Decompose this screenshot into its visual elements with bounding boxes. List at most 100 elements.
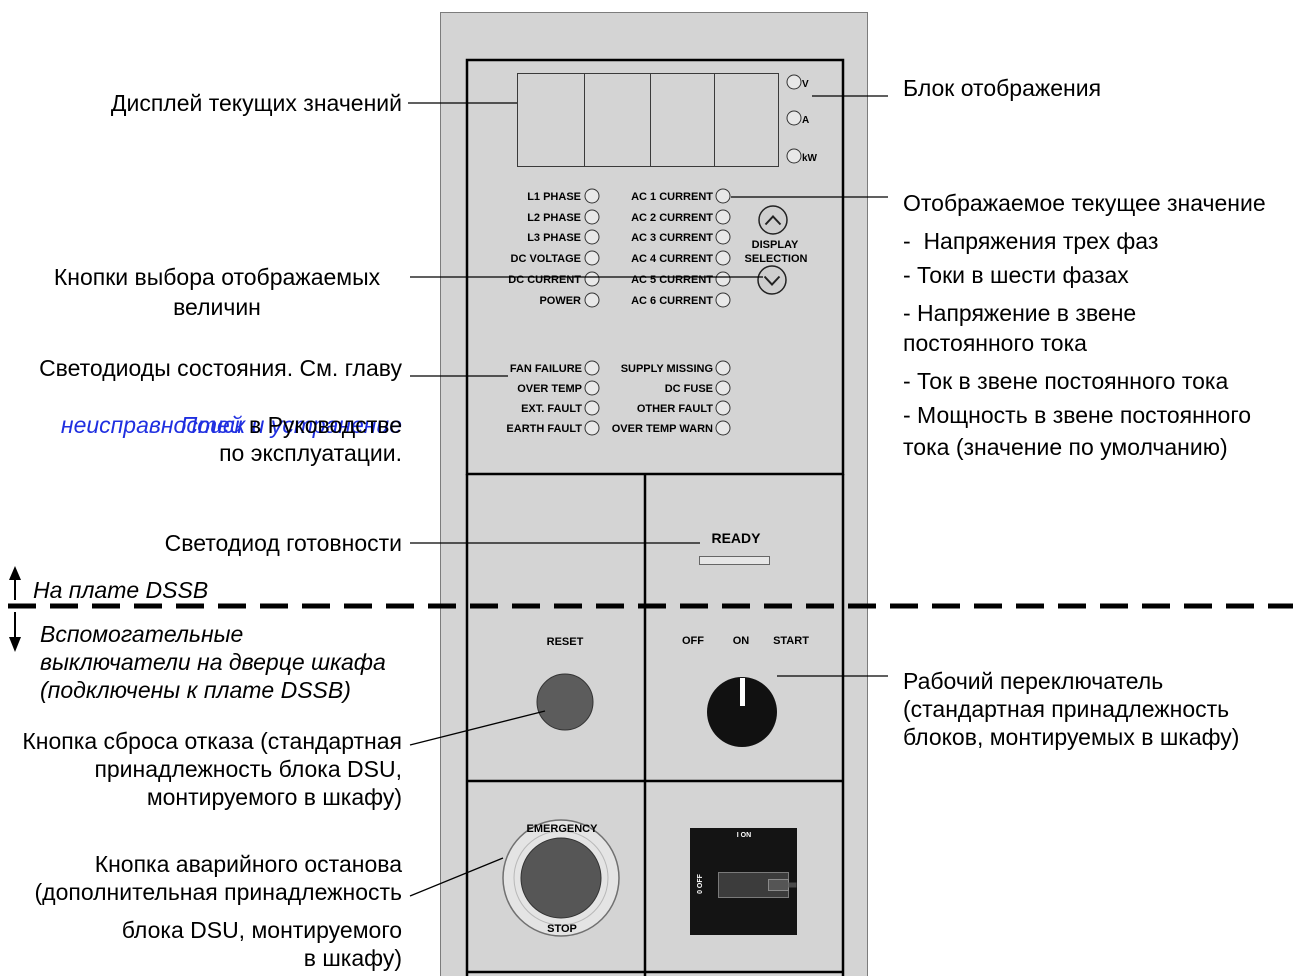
status-leds-annotation-line: по эксплуатации. [219, 440, 402, 466]
display-window [517, 73, 779, 167]
ready-label: READY [711, 530, 761, 546]
unit-led-kw [786, 148, 802, 164]
measurement-led [715, 188, 731, 204]
leader-reset-button [409, 710, 546, 746]
chevron-down-icon [763, 275, 781, 286]
status-leds-annotation-line: Светодиоды состояния. См. главу [39, 355, 402, 381]
ready-led-bar [699, 556, 770, 565]
status-led [584, 360, 600, 376]
emergency-button-annotation-line: (дополнительная принадлежность [34, 879, 402, 905]
switch-position-start: START [773, 635, 809, 647]
measurement-led [584, 292, 600, 308]
status-led [715, 360, 731, 376]
status-leds-annotation-line: Поиск и устранение [168, 383, 402, 438]
led-label: L2 PHASE [527, 212, 581, 224]
stop-label: STOP [547, 923, 577, 935]
unit-label-a: A [802, 115, 809, 126]
reset-button-annotation-line: монтируемого в шкафу) [146, 784, 402, 810]
status-led-label: OVER TEMP WARN [612, 423, 713, 435]
switch-position-on: ON [733, 635, 750, 647]
measurement-led [715, 250, 731, 266]
isolator-switch-group: I ON 0 OFF [690, 828, 797, 935]
emergency-label: EMERGENCY [527, 823, 599, 835]
shown-value-item: - Напряжения трех фаз [903, 228, 1159, 254]
operating-switch-knob [707, 677, 777, 747]
leader-emergency-button [409, 857, 504, 897]
manual-reference-text: в Руководстве [242, 412, 402, 438]
shown-value-item: постоянного тока [903, 330, 1087, 356]
emergency-ring-inner-edge [513, 830, 609, 926]
arrow-down-icon [9, 637, 21, 652]
led-label: L1 PHASE [527, 191, 581, 203]
switch-position-off: OFF [682, 635, 704, 647]
board-boundary-below-label: Вспомогательные [40, 621, 244, 647]
display-annotation: Дисплей текущих значений [110, 90, 402, 116]
arrow-up-icon [9, 566, 21, 580]
emergency-button-annotation-line: Кнопка аварийного останова [94, 851, 402, 877]
status-led-label: EXT. FAULT [521, 403, 582, 415]
status-led [584, 420, 600, 436]
led-label: DC CURRENT [508, 274, 581, 286]
meter-section-frame [465, 58, 845, 476]
display-selection-label: DISPLAY [752, 239, 799, 251]
measurement-led [715, 292, 731, 308]
isolator-off-label: 0 OFF [697, 873, 704, 894]
operating-switch-annotation-line: Рабочий переключатель [903, 668, 1164, 694]
status-led-label: EARTH FAULT [506, 423, 582, 435]
troubleshooting-link[interactable]: Поиск и устранение [180, 412, 402, 438]
status-led-label: SUPPLY MISSING [621, 363, 713, 375]
measurement-led [584, 229, 600, 245]
unit-led-v [786, 74, 802, 90]
reset-button [536, 673, 594, 731]
shown-value-item: - Токи в шести фазах [903, 262, 1129, 288]
shown-value-item: - Ток в звене постоянного тока [903, 368, 1229, 394]
shown-value-item: тока (значение по умолчанию) [903, 434, 1228, 460]
shown-value-title: Отображаемое текущее значение [903, 190, 1266, 216]
chevron-up-icon [764, 215, 782, 226]
unit-label-v: V [802, 79, 809, 90]
shown-value-item: - Напряжение в звене [903, 300, 1137, 326]
switch-pointer-mark [740, 678, 745, 706]
unit-label-kw: kW [802, 153, 818, 164]
status-led-label: OVER TEMP [517, 383, 582, 395]
ready-indicator: READY [699, 530, 770, 565]
reset-button-group: RESET [536, 636, 594, 731]
measurement-led [715, 229, 731, 245]
status-led-label: OTHER FAULT [637, 403, 713, 415]
select-down-button [757, 265, 787, 295]
led-label: AC 2 CURRENT [631, 212, 713, 224]
status-leds-right: SUPPLY MISSING DC FUSE OTHER FAULT OVER … [612, 360, 731, 436]
operating-switch-annotation-line: блоков, монтируемых в шкафу) [903, 724, 1240, 750]
display-unit: V A kW [517, 73, 818, 167]
emergency-stop-group: EMERGENCY STOP [502, 819, 620, 937]
selection-buttons-annotation-line: величин [173, 294, 261, 320]
measurement-led [715, 271, 731, 287]
status-leds-annotation-line: неисправностей в Руководстве [61, 411, 402, 439]
selection-buttons-annotation-line: Кнопки выбора отображаемых [53, 264, 381, 290]
isolator-on-label: I ON [737, 832, 751, 839]
isolator-handle-grip [768, 879, 789, 891]
status-leds-left: FAN FAILURE OVER TEMP EXT. FAULT EARTH F… [506, 360, 600, 436]
cabinet-door-panel [440, 12, 868, 976]
status-led [715, 400, 731, 416]
operating-switch-group: OFF ON START [682, 635, 809, 747]
display-unit-annotation: Блок отображения [903, 75, 1102, 101]
board-boundary-above-label: На плате DSSB [33, 577, 209, 603]
measurement-led [584, 209, 600, 225]
status-led [715, 420, 731, 436]
led-label: POWER [539, 295, 581, 307]
reset-button-annotation-line: принадлежность блока DSU, [94, 756, 402, 782]
measurement-led [584, 271, 600, 287]
status-led [715, 380, 731, 396]
panel-frame [465, 58, 845, 976]
emergency-stop-button [520, 837, 602, 919]
troubleshooting-link[interactable]: неисправностей [60, 412, 243, 438]
measurement-led [584, 188, 600, 204]
shown-value-item: - Мощность в звене постоянного [903, 402, 1252, 428]
led-label: AC 3 CURRENT [631, 232, 713, 244]
leader-lines [408, 95, 888, 897]
status-led [584, 380, 600, 396]
measurement-led [584, 250, 600, 266]
status-led [584, 400, 600, 416]
